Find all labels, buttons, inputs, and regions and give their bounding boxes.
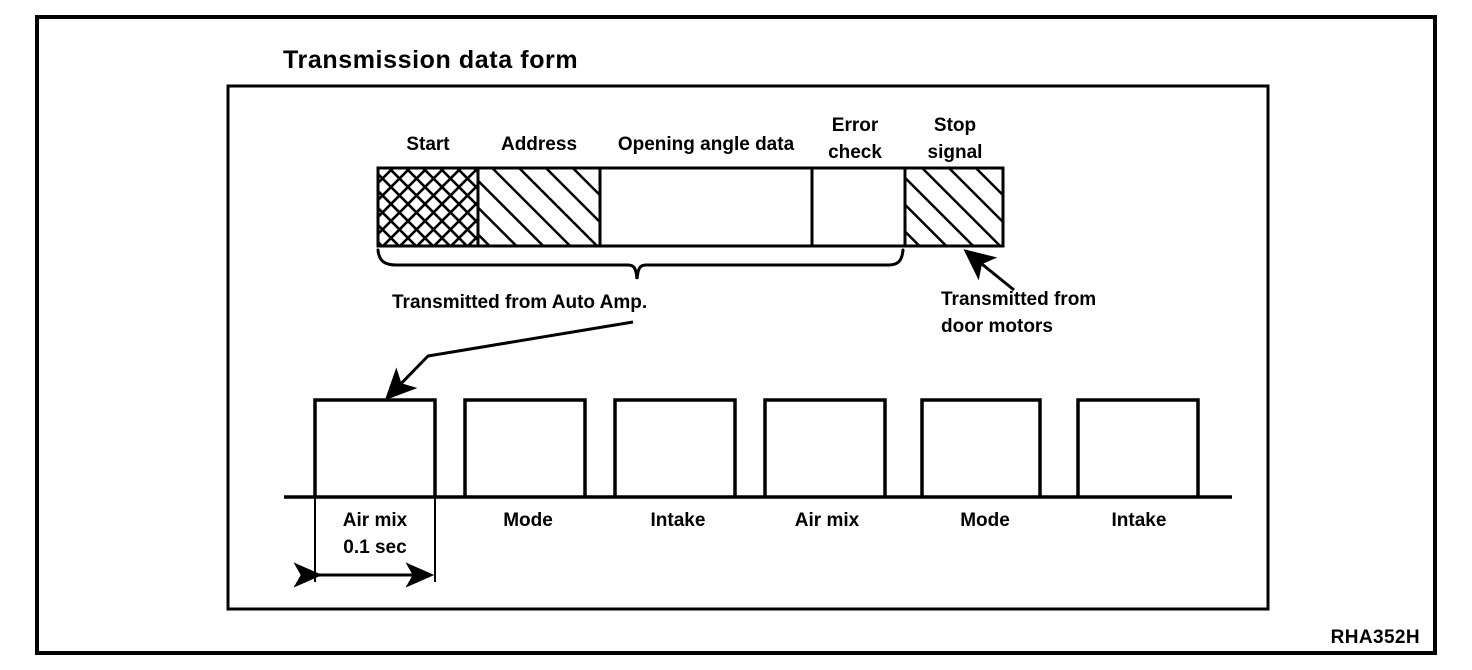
pulse-label-2: Mode (503, 510, 553, 531)
annotation-transmitted-from-auto-amp: Transmitted from Auto Amp. (392, 292, 647, 313)
pulse-label-3: Intake (651, 510, 706, 531)
door-motors-arrow (963, 249, 1015, 292)
pulse-3-intake (613, 398, 737, 497)
pulse-6-intake (1076, 398, 1200, 497)
auto-amp-leader-line (384, 320, 634, 401)
pulse-5-mode (920, 398, 1042, 497)
pulse-train (284, 398, 1232, 499)
content-box (226, 84, 1270, 611)
segment-opening-angle-data (598, 166, 814, 248)
pulse-1-air-mix (313, 398, 437, 497)
label-stop-signal-line2: signal (928, 142, 983, 163)
data-form-bar (376, 166, 1005, 248)
pulse-2-mode (463, 398, 587, 497)
pulse-4-air-mix (763, 398, 887, 497)
label-address: Address (501, 134, 577, 155)
figure-code: RHA352H (1331, 627, 1420, 648)
segment-start (376, 166, 480, 248)
outer-frame (35, 15, 1437, 655)
label-start: Start (406, 134, 450, 155)
pulse-label-5: Mode (960, 510, 1010, 531)
auto-amp-brace (376, 248, 905, 280)
pulse-label-1: Air mix (343, 510, 408, 531)
segment-error-check (810, 166, 907, 248)
segment-stop-signal (903, 166, 1005, 248)
label-error-check-line1: Error (832, 115, 879, 136)
label-opening-angle-data: Opening angle data (618, 134, 795, 155)
annotation-door-motors-line2: door motors (941, 316, 1053, 337)
pulse-label-6: Intake (1112, 510, 1167, 531)
segment-address (476, 166, 602, 248)
label-stop-signal-line1: Stop (934, 115, 976, 136)
annotation-transmitted-from-line1: Transmitted from (941, 289, 1096, 310)
pulse-sublabel-duration: 0.1 sec (343, 537, 407, 558)
label-error-check-line2: check (828, 142, 882, 163)
page-title: Transmission data form (283, 46, 578, 74)
pulse-label-4: Air mix (795, 510, 860, 531)
